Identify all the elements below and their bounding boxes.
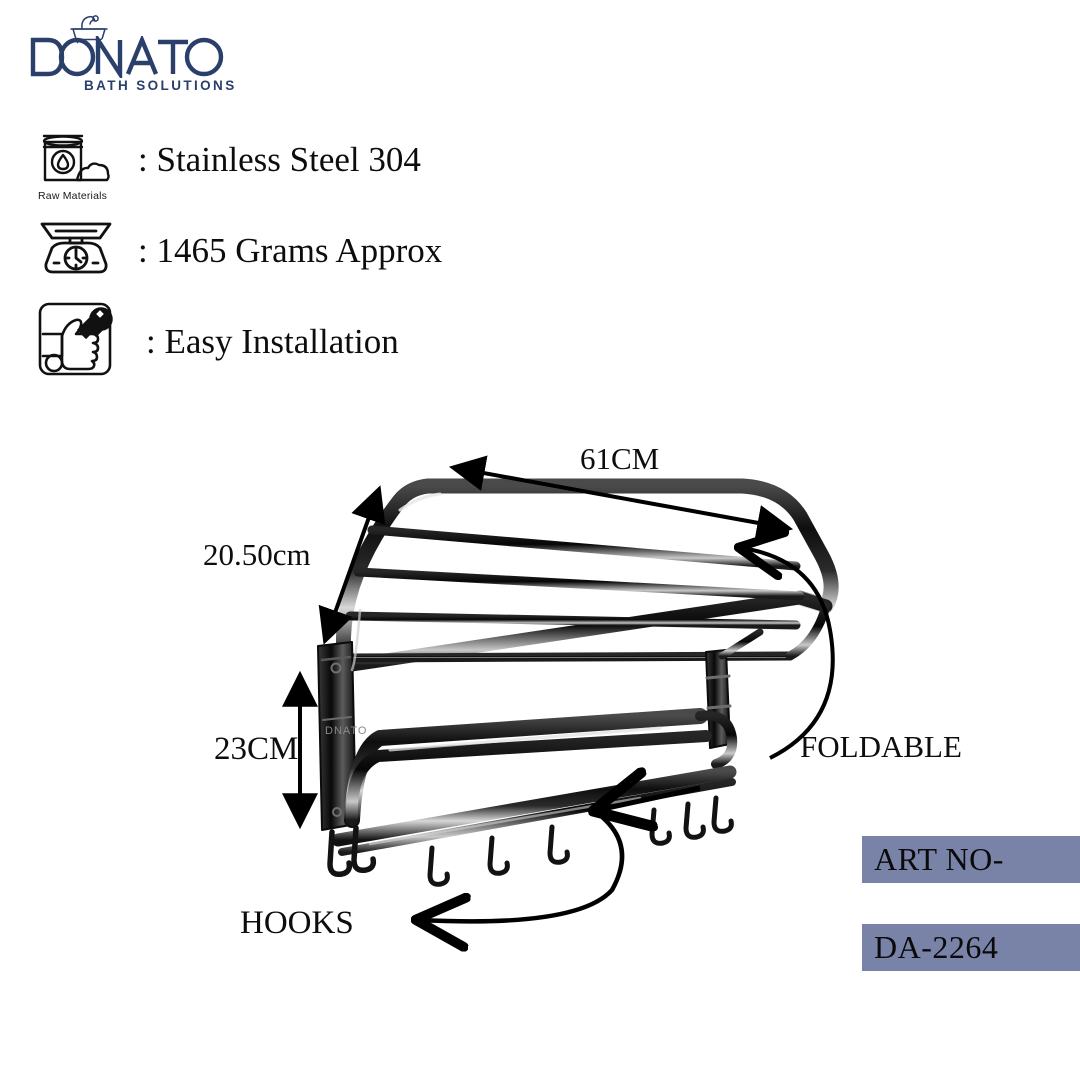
- feature-text-installation: : Easy Installation: [146, 321, 399, 361]
- callout-arrow-hooks-tip: [598, 788, 701, 810]
- easy-installation-hand-wrench-icon: [36, 300, 114, 378]
- product-stage: DNATO: [0, 420, 1080, 1020]
- raw-materials-barrel-icon: [36, 132, 112, 188]
- feature-text-raw-materials: : Stainless Steel 304: [138, 139, 421, 179]
- feature-row-installation: : Easy Installation: [36, 300, 399, 380]
- brand-logo: BATH SOLUTIONS: [28, 10, 258, 95]
- brand-tagline: BATH SOLUTIONS: [84, 78, 237, 93]
- weight-scale-icon: [36, 218, 116, 280]
- callout-arrow-hooks: [420, 806, 625, 921]
- callout-label-foldable: FOLDABLE: [800, 729, 962, 764]
- feature-icon-wrap: [36, 218, 128, 282]
- dimension-arrow-width: [448, 455, 794, 541]
- callout-arrow-foldable: [742, 548, 835, 760]
- feature-row-weight: : 1465 Grams Approx: [36, 218, 442, 282]
- brand-wordmark: [28, 32, 228, 82]
- callout-label-hooks: HOOKS: [240, 905, 354, 941]
- feature-row-raw-materials: Raw Materials : Stainless Steel 304: [36, 132, 421, 202]
- dimension-label-width: 61CM: [580, 441, 660, 476]
- dimension-arrow-depth: [318, 485, 386, 645]
- svg-text:DNATO: DNATO: [325, 725, 368, 737]
- feature-icon-caption: Raw Materials: [38, 190, 108, 202]
- feature-text-weight: : 1465 Grams Approx: [138, 230, 443, 270]
- dimension-label-depth: 20.50cm: [203, 537, 311, 572]
- art-number-value-badge: DA-2264: [862, 924, 1080, 971]
- feature-icon-wrap: Raw Materials: [36, 132, 128, 202]
- annotation-arrows: [282, 455, 835, 1020]
- dimension-label-height: 23CM: [214, 731, 299, 767]
- feature-icon-wrap: [36, 300, 128, 380]
- art-number-label-badge: ART NO-: [862, 836, 1080, 883]
